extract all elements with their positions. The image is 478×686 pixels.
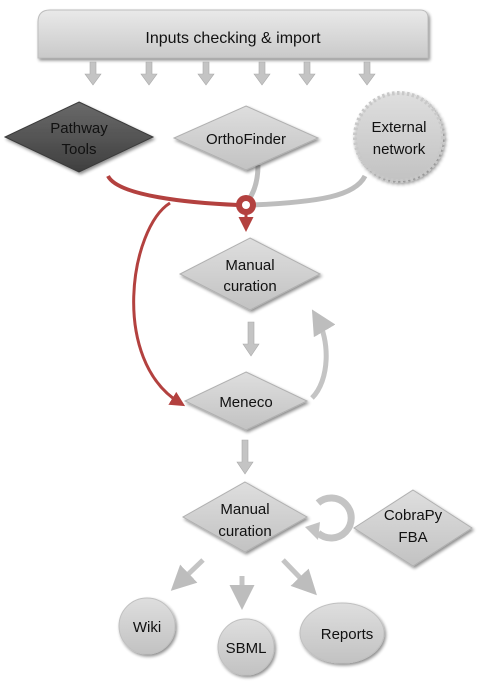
external-network-label-1: External [371, 119, 426, 136]
wiki-label: Wiki [133, 619, 161, 636]
reports-label: Reports [321, 626, 374, 643]
external-network-connector [251, 174, 368, 208]
output-arrow-reports [281, 558, 317, 596]
wiki-node [118, 597, 176, 655]
manual-curation-2-node [181, 481, 309, 553]
manual-curation-2-label-1: Manual [220, 501, 269, 518]
down-arrow-icon [298, 61, 316, 86]
pathway-tools-connector [106, 174, 239, 207]
red-path-to-meneco [132, 201, 186, 407]
down-arrow-icon [236, 439, 254, 475]
pathway-tools-node [3, 101, 155, 173]
cobrapy-fba-label-2: FBA [398, 529, 427, 546]
inputs-banner [37, 9, 429, 59]
inputs-banner-label: Inputs checking & import [145, 30, 321, 47]
external-network-label-2: network [373, 141, 426, 158]
pathway-tools-label-2: Tools [61, 141, 96, 158]
down-arrow-icon [242, 321, 260, 357]
refresh-cycle-icon [305, 494, 355, 542]
merge-junction [236, 195, 256, 215]
down-arrow-icon [140, 61, 158, 86]
meneco-label: Meneco [219, 394, 272, 411]
down-arrow-icon [253, 61, 271, 86]
manual-curation-1-node [178, 237, 322, 311]
pathway-tools-label-1: Pathway [50, 120, 108, 137]
external-network-node [353, 91, 445, 183]
down-arrow-icon [197, 61, 215, 86]
reports-node [299, 602, 385, 664]
manual-curation-1-label-1: Manual [225, 257, 274, 274]
sbml-label: SBML [226, 640, 267, 657]
manual-curation-1-label-2: curation [223, 278, 276, 295]
orthofinder-node [172, 105, 320, 171]
sbml-node [217, 618, 275, 676]
output-arrow-wiki [170, 558, 205, 591]
banner-down-arrows [84, 61, 376, 86]
down-arrow-icon [84, 61, 102, 86]
manual-curation-2-label-2: curation [218, 523, 271, 540]
orthofinder-label: OrthoFinder [206, 131, 286, 148]
meneco-node [183, 371, 309, 431]
cobrapy-fba-label-1: CobraPy [384, 507, 443, 524]
down-arrow-icon [358, 61, 376, 86]
loop-back-arrow [310, 309, 336, 400]
cobrapy-fba-node [353, 489, 473, 567]
